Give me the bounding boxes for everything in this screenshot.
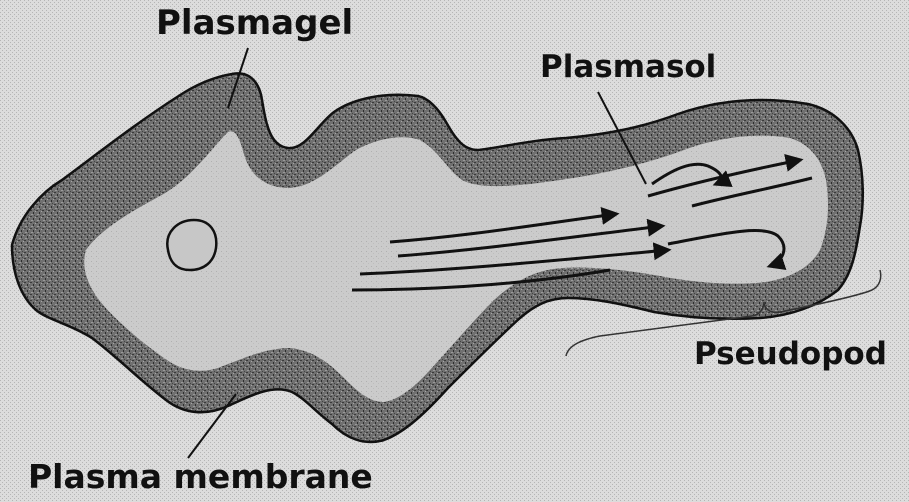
plasmasol-label: Plasmasol (540, 52, 716, 83)
nucleus (167, 220, 216, 270)
plasma-membrane-label: Plasma membrane (28, 460, 373, 493)
pseudopod-label: Pseudopod (694, 339, 887, 370)
plasmagel-label: Plasmagel (156, 6, 353, 40)
